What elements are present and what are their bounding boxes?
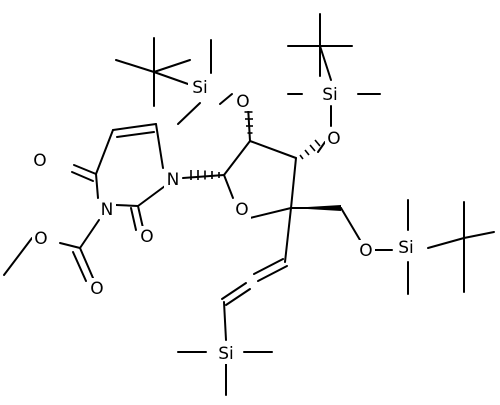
svg-text:O: O	[236, 92, 249, 112]
svg-text:O: O	[327, 129, 340, 149]
atom-o-uracil-c4: O	[31, 150, 49, 171]
svg-text:O: O	[235, 200, 248, 220]
svg-text:Si: Si	[218, 344, 234, 364]
atom-o-ester: O	[32, 228, 50, 249]
atom-si-right: Si	[394, 236, 419, 258]
atom-si-top-right: Si	[318, 83, 343, 105]
svg-text:Si: Si	[322, 85, 338, 105]
svg-text:Si: Si	[398, 238, 414, 258]
atom-labels: Si O Si O N O N O	[31, 76, 419, 364]
svg-text:O: O	[359, 241, 372, 261]
svg-text:Si: Si	[192, 78, 208, 98]
svg-text:O: O	[140, 227, 153, 247]
atom-si-bottom: Si	[214, 342, 239, 364]
atom-n3: N	[98, 199, 116, 220]
atom-o-ring: O	[233, 199, 251, 220]
atom-o-uracil-c2: O	[138, 226, 156, 247]
atom-o-top-left: O	[234, 91, 252, 112]
svg-text:O: O	[34, 229, 47, 249]
svg-text:N: N	[101, 200, 114, 220]
atom-n1: N	[164, 169, 182, 190]
atom-o-ch2: O	[357, 240, 375, 261]
svg-text:O: O	[90, 279, 103, 299]
atom-o-carbonyl: O	[88, 278, 106, 299]
stereo-bonds	[190, 111, 341, 211]
svg-text:O: O	[33, 151, 46, 171]
atom-si-top-left: Si	[188, 76, 213, 98]
atom-o-top-right: O	[325, 128, 343, 149]
svg-text:N: N	[167, 170, 180, 190]
